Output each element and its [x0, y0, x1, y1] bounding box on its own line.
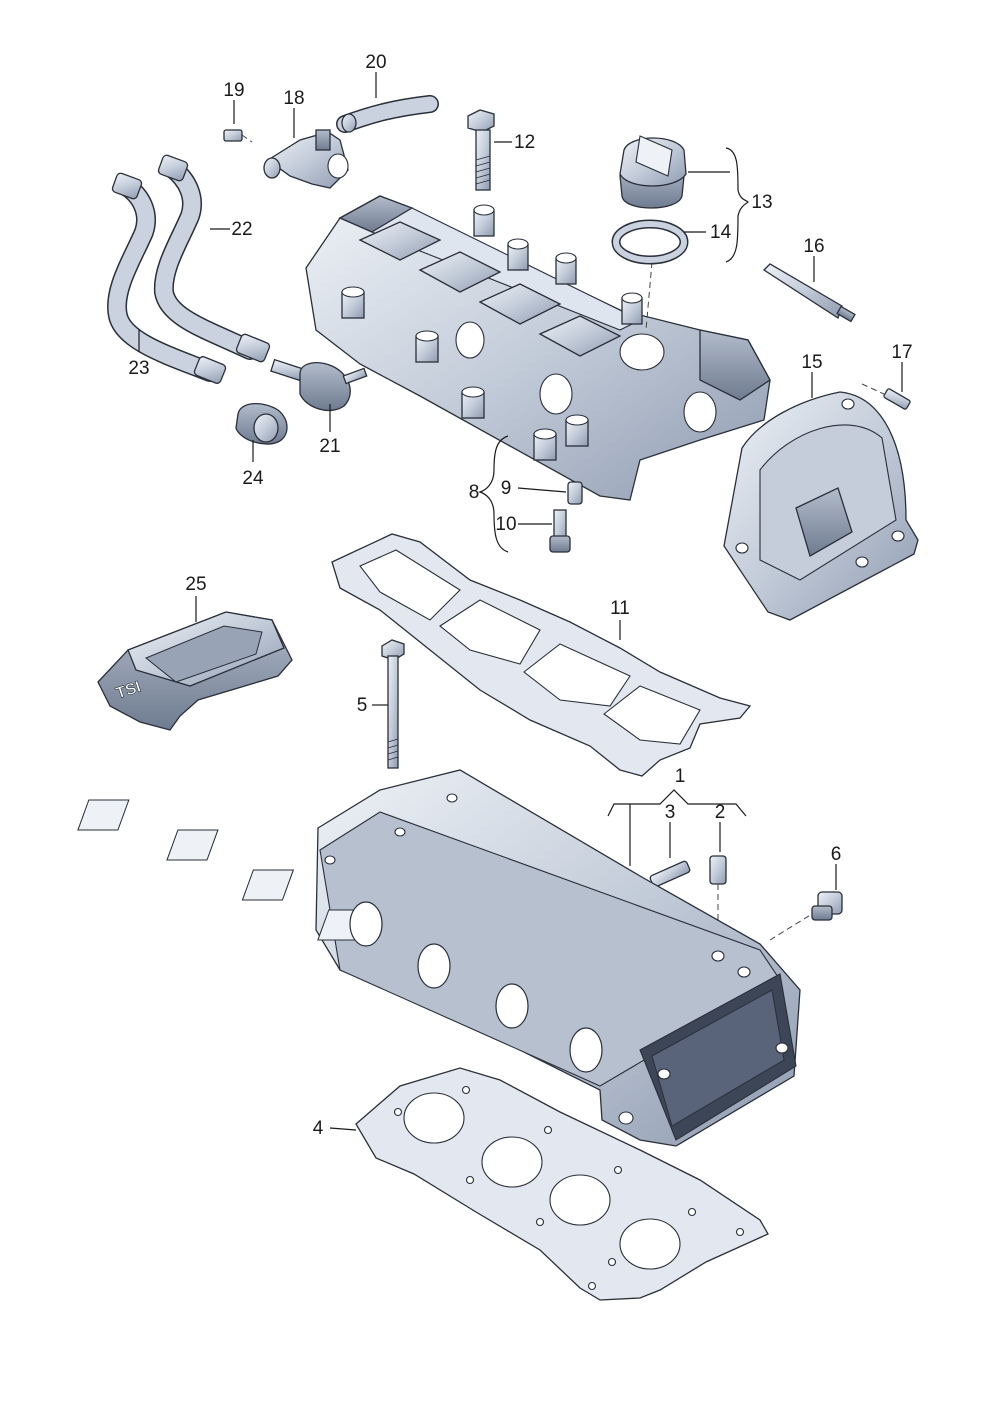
head-bolt-part-5 — [381, 639, 405, 769]
pipe-part-23 — [107, 172, 227, 384]
callout-4: 4 — [313, 1118, 324, 1139]
o-ring-part-14 — [611, 219, 689, 265]
callout-18: 18 — [283, 88, 304, 109]
engine-cover-part-25: TSI — [97, 611, 293, 731]
callout-19: 19 — [223, 80, 244, 101]
screw-part-17 — [861, 383, 911, 410]
leader-lines — [138, 72, 903, 1131]
bolt-part-12 — [467, 109, 495, 191]
pipe-part-22 — [153, 154, 271, 363]
seal-part-24 — [235, 403, 288, 445]
callout-14: 14 — [710, 222, 732, 243]
callout-12: 12 — [514, 132, 535, 153]
callout-6: 6 — [831, 844, 842, 865]
callout-8: 8 — [469, 482, 480, 503]
callout-23: 23 — [128, 358, 149, 379]
callout-21: 21 — [319, 436, 340, 457]
callout-20: 20 — [365, 52, 386, 73]
callout-2: 2 — [715, 802, 726, 823]
cylinder-head-cover — [305, 195, 771, 501]
callout-1: 1 — [675, 766, 686, 787]
head-gasket-part-4 — [355, 1067, 769, 1301]
callout-24: 24 — [242, 468, 264, 489]
screw-part-10 — [549, 509, 571, 553]
assembly-line-13 — [645, 261, 653, 331]
hose-part-20 — [336, 95, 439, 133]
pin-part-9 — [567, 481, 583, 505]
callout-labels: 20 19 18 12 13 14 22 16 23 17 15 21 24 8… — [128, 52, 912, 1139]
callout-11: 11 — [610, 598, 630, 619]
callout-9: 9 — [501, 478, 512, 499]
callout-16: 16 — [803, 236, 824, 257]
stud-part-3 — [649, 860, 691, 888]
plug-part-6 — [769, 891, 843, 941]
breather-tee-part-18 — [263, 129, 349, 189]
callout-3: 3 — [665, 802, 676, 823]
callout-15: 15 — [801, 352, 822, 373]
callout-25: 25 — [185, 574, 206, 595]
callout-10: 10 — [495, 514, 516, 535]
callout-17: 17 — [891, 342, 912, 363]
valve-part-21 — [270, 358, 368, 411]
sealant-tube-part-16 — [762, 263, 856, 323]
cylinder-head-part-1 — [77, 769, 801, 1147]
callout-5: 5 — [357, 695, 368, 716]
callout-22: 22 — [231, 219, 252, 240]
cover-gasket-part-11 — [331, 533, 752, 777]
callout-13: 13 — [751, 192, 772, 213]
oil-filler-cap-part-13 — [619, 135, 687, 209]
screw-part-19 — [223, 129, 253, 143]
timing-cover-part-15 — [723, 391, 919, 621]
